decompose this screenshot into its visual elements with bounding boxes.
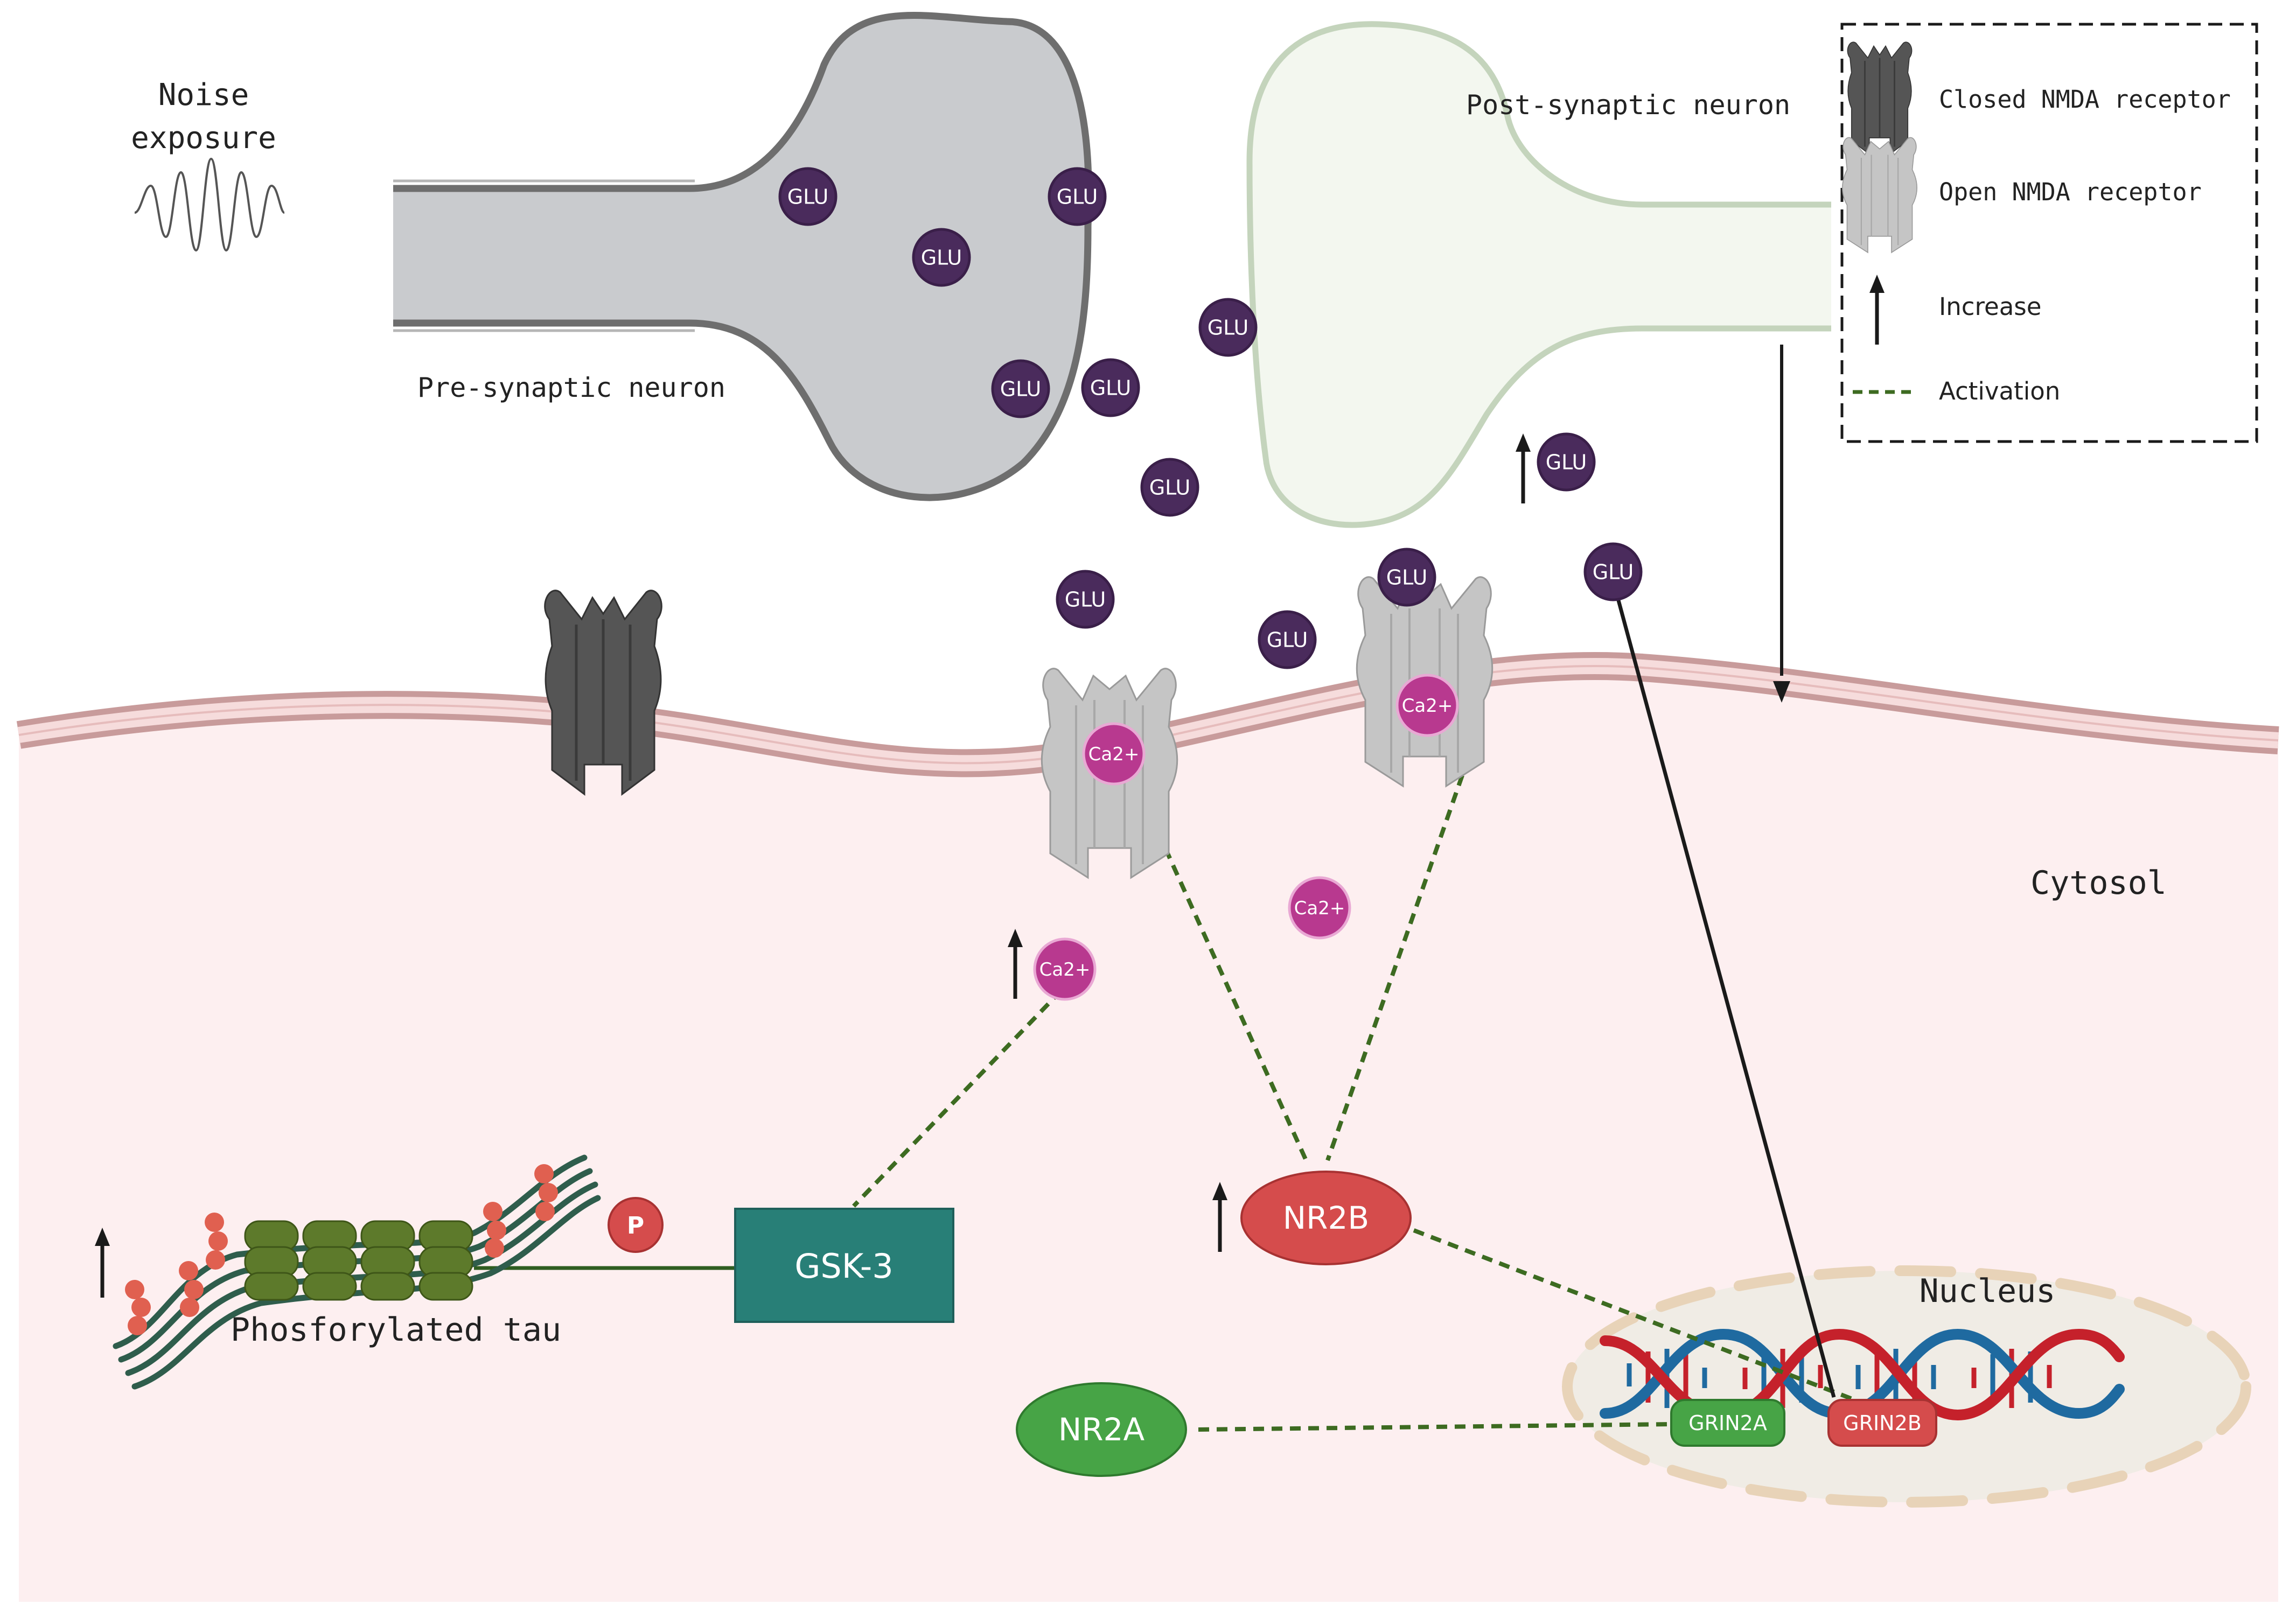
activation-line-receptor1-nr2b xyxy=(1156,831,1308,1161)
glu-molecule: GLU xyxy=(1377,548,1436,607)
activation-lines xyxy=(852,774,1870,1432)
calcium-ion-label: Ca2+ xyxy=(1088,744,1140,765)
calcium-ion-label: Ca2+ xyxy=(1402,695,1453,717)
sound-wave-icon xyxy=(134,157,285,252)
nr2a-label: NR2A xyxy=(1058,1411,1145,1448)
activation-line-nr2b-grin2b xyxy=(1413,1228,1870,1407)
glu-molecule-label: GLU xyxy=(921,246,962,270)
closed-nmda-receptor xyxy=(545,591,662,794)
postsynaptic-to-membrane-arrow xyxy=(1773,345,1790,703)
glu-molecule: GLU xyxy=(1258,610,1317,669)
glu-molecule: GLU xyxy=(1583,542,1643,601)
noise-label-line2: exposure xyxy=(131,121,276,156)
phosphorylated-tau-label: Phosforylated tau xyxy=(231,1311,561,1349)
glu-molecule-label: GLU xyxy=(787,185,829,209)
activation-line-nr2a-grin2a xyxy=(1198,1422,1673,1432)
presynaptic-neuron xyxy=(393,11,1092,501)
calcium-ion: Ca2+ xyxy=(1033,937,1097,1001)
glu-molecule: GLU xyxy=(1048,167,1107,226)
calcium-ion: Ca2+ xyxy=(1395,674,1459,737)
gsk3-node: GSK-3 xyxy=(734,1208,954,1323)
glu-molecule: GLU xyxy=(778,167,838,226)
glu-molecule-label: GLU xyxy=(1000,377,1042,401)
increase-arrow-glu xyxy=(1516,433,1531,503)
nr2b-node: NR2B xyxy=(1240,1171,1412,1265)
legend-open-receptor-label: Open NMDA receptor xyxy=(1939,178,2202,206)
glu-molecule: GLU xyxy=(1056,570,1115,629)
legend-closed-receptor-label: Closed NMDA receptor xyxy=(1939,85,2231,114)
glu-molecule: GLU xyxy=(1537,432,1596,492)
glu-molecule-label: GLU xyxy=(1267,628,1308,652)
phosphorylated-tau-fibril: Phosforylated tau xyxy=(113,1154,601,1390)
glutamate-molecules: GLU GLU GLU GLU GLU GLU GLU GLU GLU GLU GLU GLU xyxy=(778,167,1643,669)
tau-phosphate-groups xyxy=(125,1164,558,1335)
legend-open-receptor-icon xyxy=(1841,137,1918,254)
grin2b-gene: GRIN2B xyxy=(1827,1399,1937,1447)
glu-molecule-label: GLU xyxy=(1208,316,1249,340)
glu-molecule: GLU xyxy=(991,359,1050,418)
calcium-ion-label: Ca2+ xyxy=(1294,898,1345,919)
nr2b-label: NR2B xyxy=(1283,1200,1369,1236)
phosphate-p-label: P xyxy=(627,1212,644,1239)
glu-to-grin2b-line xyxy=(1616,600,1836,1398)
glu-molecule-label: GLU xyxy=(1593,561,1634,584)
calcium-ion-label: Ca2+ xyxy=(1039,959,1091,980)
presynaptic-label: Pre-synaptic neuron xyxy=(417,372,725,403)
activation-line-receptor2-nr2b xyxy=(1325,774,1464,1161)
calcium-ion: Ca2+ xyxy=(1082,722,1146,786)
legend-closed-receptor-icon xyxy=(1847,41,1913,155)
gsk3-label: GSK-3 xyxy=(794,1246,893,1286)
phosphate-p: P xyxy=(608,1197,664,1253)
nr2a-node: NR2A xyxy=(1016,1382,1187,1477)
legend: Closed NMDA receptor Open NMDA receptor … xyxy=(1840,23,2258,443)
glu-molecule: GLU xyxy=(1198,298,1258,357)
calcium-ion: Ca2+ xyxy=(1288,876,1351,940)
legend-increase-label: Increase xyxy=(1939,292,2041,321)
glu-molecule: GLU xyxy=(1140,458,1199,517)
grin2b-label: GRIN2B xyxy=(1843,1411,1922,1435)
glu-molecule-label: GLU xyxy=(1546,451,1587,474)
cytosol-label: Cytosol xyxy=(2030,864,2167,902)
glu-molecule-label: GLU xyxy=(1386,566,1428,590)
glu-molecule: GLU xyxy=(912,228,971,287)
postsynaptic-neuron xyxy=(1246,21,1831,528)
postsynaptic-label: Post-synaptic neuron xyxy=(1466,89,1790,121)
glu-molecule-label: GLU xyxy=(1065,588,1106,612)
grin2a-label: GRIN2A xyxy=(1688,1411,1767,1435)
calcium-ions: Ca2+ Ca2+ Ca2+ Ca2+ xyxy=(1033,674,1459,1001)
glu-molecule-label: GLU xyxy=(1090,376,1132,400)
activation-line-ca-gsk3 xyxy=(852,989,1063,1208)
glu-molecule-label: GLU xyxy=(1057,185,1098,209)
legend-activation-label: Activation xyxy=(1939,377,2060,405)
glu-molecule: GLU xyxy=(1081,358,1140,417)
noise-label-line1: Noise xyxy=(158,78,249,113)
nucleus-label: Nucleus xyxy=(1920,1272,2056,1310)
nuclear-envelope xyxy=(1562,1265,2251,1508)
grin2a-gene: GRIN2A xyxy=(1670,1399,1785,1447)
glu-molecule-label: GLU xyxy=(1149,476,1191,500)
noise-exposure: Noise exposure xyxy=(131,78,285,252)
